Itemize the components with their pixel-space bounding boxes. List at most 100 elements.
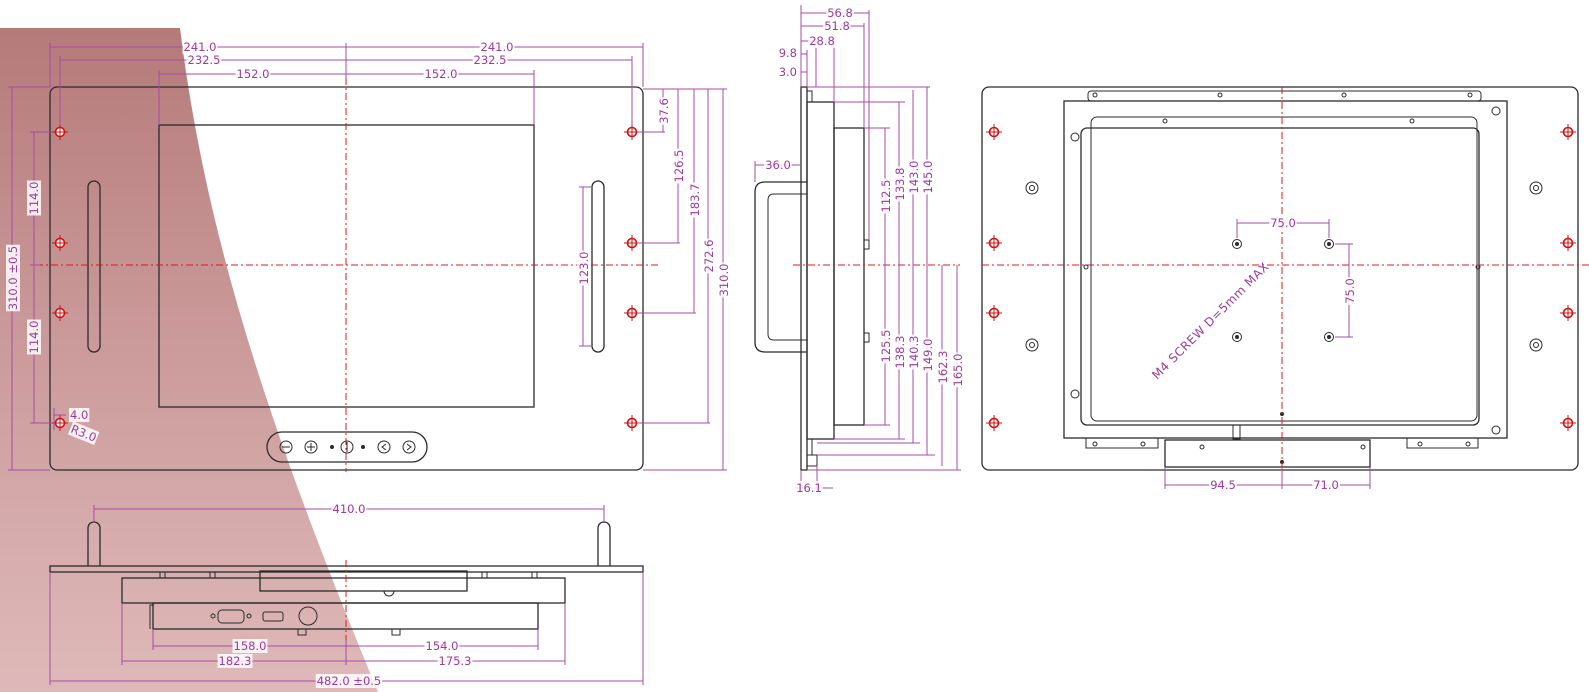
- side-handle: [754, 181, 807, 353]
- dim-label-backing: [702, 238, 716, 274]
- vesa-hole: [1232, 332, 1242, 342]
- dim-label-backing: [6, 244, 20, 312]
- dim-label-backing: [235, 67, 271, 81]
- dim-label-backing: [921, 337, 935, 373]
- dim-label: 140.3: [907, 336, 921, 369]
- dim-label-backing: [907, 159, 921, 195]
- dim-label: 51.8: [824, 19, 850, 33]
- rear-mount-hole: [986, 305, 1002, 321]
- dim-label: 162.3: [936, 351, 950, 384]
- dim-label-backing: [232, 639, 268, 653]
- front-mount-hole: [624, 415, 640, 431]
- dim-label: 114.0: [27, 321, 41, 354]
- front-left-handle: [87, 180, 101, 353]
- dim-label: 36.0: [765, 158, 791, 172]
- dim-label-backing: [424, 639, 460, 653]
- front-mount-hole: [624, 305, 640, 321]
- rear-mount-hole: [1560, 305, 1576, 321]
- rear-top-tab: [1087, 90, 1482, 102]
- dim-label: 154.0: [426, 639, 459, 653]
- front-right-handle: [591, 180, 605, 353]
- dim-label-backing: [717, 262, 731, 298]
- dim-label: 145.0: [921, 161, 935, 194]
- vga-port: [217, 609, 245, 624]
- dim-label-backing: [688, 182, 702, 218]
- dim-label: 182.3: [219, 654, 252, 668]
- rear-case: [1080, 127, 1480, 426]
- dim-label: 482.0 ±0.5: [317, 674, 382, 688]
- dim-label-backing: [1209, 478, 1237, 492]
- dim-label: 410.0: [333, 502, 366, 516]
- dim-label: 112.5: [879, 180, 893, 213]
- bottom-view: 410.0 158.0 154.0 182.3 175.3 482.0 ±0.5: [49, 502, 644, 688]
- dim-label-backing: [67, 421, 100, 446]
- dim-label-backing: [657, 97, 671, 125]
- dim-label-backing: [423, 67, 459, 81]
- dim-label: 114.0: [27, 182, 41, 215]
- front-mount-hole: [52, 305, 68, 321]
- dim-label-backing: [69, 408, 90, 422]
- rear-mount-hole: [986, 124, 1002, 140]
- front-top-dimensions: [49, 43, 644, 125]
- dim-label: 149.0: [921, 339, 935, 372]
- dim-label-backing: [577, 250, 591, 286]
- dim-label-backing: [437, 654, 473, 668]
- dim-label: 56.8: [827, 6, 853, 20]
- rear-view: 75.0 75.0 M4 SCREW D=5mm MAX 94.5 71.0: [981, 86, 1589, 492]
- dim-label: 37.6: [657, 98, 671, 124]
- rear-mount-hole: [1560, 415, 1576, 431]
- dim-label: 310.0: [717, 264, 731, 297]
- dim-label: 133.8: [893, 168, 907, 201]
- dim-label-backing: [951, 352, 965, 388]
- dim-label: 75.0: [1343, 278, 1357, 304]
- rear-outer-plate: [981, 86, 1579, 471]
- front-mount-hole: [624, 235, 640, 251]
- dim-label: 175.3: [439, 654, 472, 668]
- control-buttons: [279, 440, 416, 454]
- hdmi-port: [262, 611, 284, 622]
- dim-label-backing: [893, 166, 907, 202]
- rear-mount-hole: [986, 235, 1002, 251]
- control-button-panel: [266, 431, 428, 463]
- dim-label-backing: [823, 19, 851, 33]
- dim-label-backing: [893, 334, 907, 370]
- screw-note: M4 SCREW D=5mm MAX: [1149, 260, 1272, 383]
- dim-label: 232.5: [474, 53, 507, 67]
- dim-label: 9.8: [779, 46, 797, 60]
- side-view: 56.8 51.8 28.8 9.8 3.0 36.0: [754, 5, 965, 495]
- dim-label-backing: [777, 65, 798, 79]
- dim-label: 123.0: [577, 252, 591, 285]
- dim-label-backing: [921, 159, 935, 195]
- dim-label: 165.0: [951, 354, 965, 387]
- side-right-dimensions: [807, 86, 961, 471]
- dim-label-backing: [1343, 277, 1357, 305]
- dim-label: 3.0: [779, 65, 797, 79]
- dim-label: 183.7: [688, 184, 702, 217]
- bottom-rear-cover: [259, 570, 468, 592]
- dim-label: 94.5: [1210, 478, 1236, 492]
- dim-label: 16.1: [796, 481, 822, 495]
- dim-label-backing: [764, 158, 792, 172]
- bottom-lower-case: [152, 602, 539, 630]
- dim-label-backing: [331, 502, 367, 516]
- dim-label: 241.0: [481, 40, 514, 54]
- rear-bottom-connector-cover: [1164, 439, 1371, 468]
- dim-label: 125.5: [879, 330, 893, 363]
- dim-label-backing: [1269, 216, 1297, 230]
- side-rear-case: [833, 127, 865, 426]
- dim-label: 143.0: [907, 161, 921, 194]
- vesa-hole: [1232, 239, 1242, 249]
- dim-label-backing: [27, 319, 41, 355]
- vesa-hole: [1324, 332, 1334, 342]
- dim-label: 241.0: [184, 40, 217, 54]
- dim-label-backing: [777, 46, 798, 60]
- dim-label-backing: [879, 178, 893, 214]
- dim-label-backing: [472, 53, 508, 67]
- dim-label: 310.0 ±0.5: [6, 246, 20, 311]
- front-view: 241.0 241.0 232.5 232.5 152.0 152.0 310.…: [6, 40, 731, 472]
- rear-mount-hole: [986, 415, 1002, 431]
- bottom-right-handle: [597, 521, 611, 566]
- rear-mount-hole: [1560, 124, 1576, 140]
- dim-label: 152.0: [237, 67, 270, 81]
